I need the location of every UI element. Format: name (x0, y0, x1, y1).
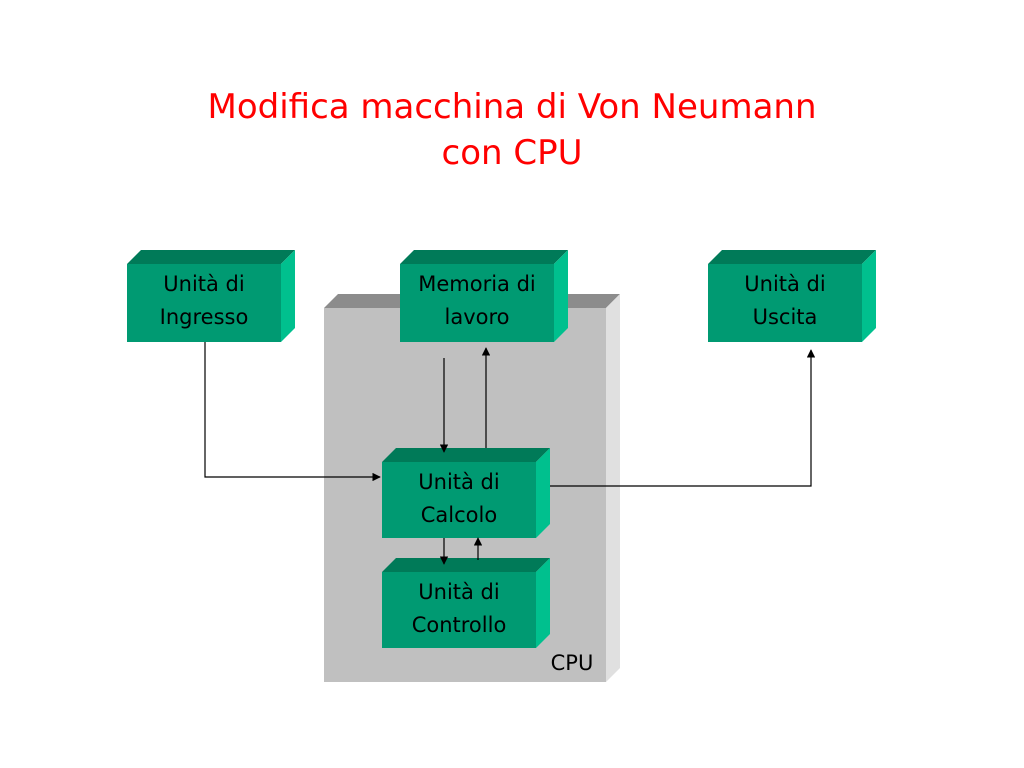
alu-to-output-arrow (550, 349, 816, 487)
output-unit-box-side (862, 250, 876, 342)
output-unit-label-line1: Unità di (744, 272, 826, 296)
memory-box-top (400, 250, 568, 264)
input-to-alu-arrow (204, 342, 381, 482)
cpu-label: CPU (550, 651, 594, 675)
input-unit-label-line2: Ingresso (159, 305, 249, 329)
memory-label-line2: lavoro (444, 305, 510, 329)
input-unit-box (127, 250, 295, 342)
slide-title-line2: con CPU (441, 133, 583, 173)
memory-box-front (400, 264, 554, 342)
input-unit-box-top (127, 250, 295, 264)
slide-title: Modifica macchina di Von Neumann con CPU (0, 84, 1024, 176)
cpu-container-side (606, 294, 620, 682)
memory-box-side (554, 250, 568, 342)
memory-box (400, 250, 568, 342)
output-unit-box-front (708, 264, 862, 342)
input-unit-box-side (281, 250, 295, 342)
control-unit-label-line2: Controllo (411, 613, 507, 637)
output-unit-box (708, 250, 876, 342)
alu-label-line1: Unità di (418, 470, 500, 494)
control-unit-box-side (536, 558, 550, 648)
alu-label-line2: Calcolo (420, 503, 498, 527)
slide-title-line1: Modifica macchina di Von Neumann (207, 87, 817, 127)
control-unit-box-top (382, 558, 550, 572)
control-unit-label: Unità di Controllo (382, 576, 536, 642)
output-unit-label-line2: Uscita (752, 305, 818, 329)
memory-label-line1: Memoria di (418, 272, 536, 296)
output-unit-label: Unità di Uscita (708, 268, 862, 334)
alu-box (382, 448, 550, 538)
output-unit-box-top (708, 250, 876, 264)
alu-box-front (382, 462, 536, 538)
input-unit-label: Unità di Ingresso (127, 268, 281, 334)
control-unit-box-front (382, 572, 536, 648)
input-unit-box-front (127, 264, 281, 342)
alu-box-side (536, 448, 550, 538)
alu-box-top (382, 448, 550, 462)
control-unit-label-line1: Unità di (418, 580, 500, 604)
input-unit-label-line1: Unità di (163, 272, 245, 296)
alu-label: Unità di Calcolo (382, 466, 536, 532)
memory-label: Memoria di lavoro (400, 268, 554, 334)
control-unit-box (382, 558, 550, 648)
